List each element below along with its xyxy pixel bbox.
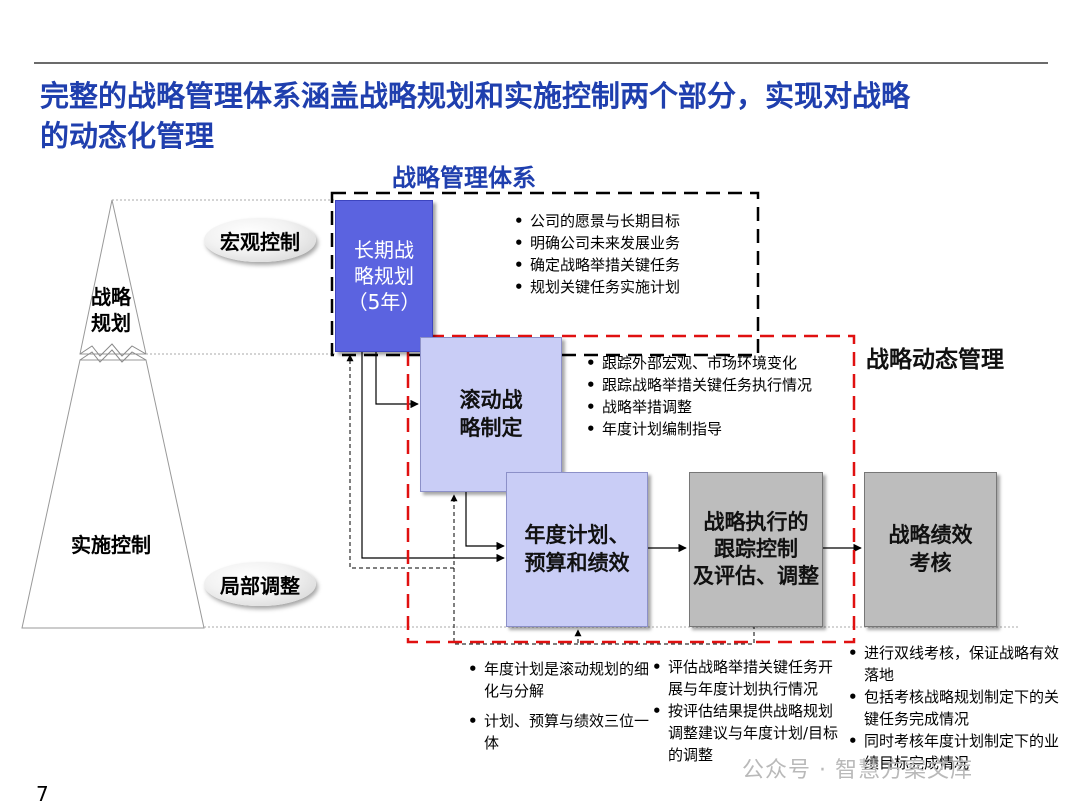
watermark: 公众号 · 智慧方案文库 <box>742 758 973 783</box>
bullet-item: 进行双线考核，保证战略有效落地 <box>842 642 1062 686</box>
rolling-strategy-box: 滚动战 略制定 <box>420 337 562 492</box>
annual-plan-box: 年度计划、 预算和绩效 <box>506 472 648 627</box>
dynamic-title: 战略动态管理 <box>866 347 1004 373</box>
bullet-item: 年度计划编制指导 <box>580 418 812 440</box>
bullet-item: 确定战略举措关键任务 <box>508 254 680 276</box>
bullet-item: 同时考核年度计划制定下的业绩目标完成情况 <box>842 730 1062 774</box>
performance-bullets: 进行双线考核，保证战略有效落地 包括考核战略规划制定下的关键任务完成情况 同时考… <box>842 642 1062 774</box>
bullet-item: 跟踪外部宏观、市场环境变化 <box>580 352 812 374</box>
mountain-label-planning: 战略 规划 <box>91 285 131 335</box>
execution-tracking-box: 战略执行的 跟踪控制 及评估、调整 <box>689 472 823 627</box>
title-line-2: 的动态化管理 <box>40 119 215 153</box>
top-rule <box>34 62 1048 64</box>
bullet-item: 跟踪战略举措关键任务执行情况 <box>580 374 812 396</box>
bullet-item: 评估战略举措关键任务开展与年度计划执行情况 <box>646 656 846 700</box>
mountain-break <box>79 343 147 357</box>
bullet-item: 按评估结果提供战略规划调整建议与年度计划/目标的调整 <box>646 700 846 766</box>
rolling-bullets: 跟踪外部宏观、市场环境变化 跟踪战略举措关键任务执行情况 战略举措调整 年度计划… <box>580 352 812 440</box>
mountain-bottom <box>21 359 205 629</box>
dynamic-frame <box>406 334 856 644</box>
bullet-item: 计划、预算与绩效三位一体 <box>462 710 662 754</box>
bullet-item: 明确公司未来发展业务 <box>508 232 680 254</box>
page-title: 完整的战略管理体系涵盖战略规划和实施控制两个部分，实现对战略 的动态化管理 <box>40 76 1050 156</box>
bullet-item: 包括考核战略规划制定下的关键任务完成情况 <box>842 686 1062 730</box>
system-title: 战略管理体系 <box>392 164 536 192</box>
title-line-1: 完整的战略管理体系涵盖战略规划和实施控制两个部分，实现对战略 <box>40 79 911 113</box>
bullet-item: 战略举措调整 <box>580 396 812 418</box>
mountain-label-implementation: 实施控制 <box>71 533 151 557</box>
tracking-bullets: 评估战略举措关键任务开展与年度计划执行情况 按评估结果提供战略规划调整建议与年度… <box>646 656 846 766</box>
annual-bullets: 年度计划是滚动规划的细化与分解 计划、预算与绩效三位一体 <box>462 658 662 762</box>
performance-review-box: 战略绩效 考核 <box>864 472 997 627</box>
bullet-item: 年度计划是滚动规划的细化与分解 <box>462 658 662 702</box>
page-number: 7 <box>36 782 49 806</box>
bullet-item: 规划关键任务实施计划 <box>508 276 680 298</box>
long-term-bullets: 公司的愿景与长期目标 明确公司未来发展业务 确定战略举措关键任务 规划关键任务实… <box>508 210 680 298</box>
local-adjust-oval: 局部调整 <box>204 562 316 606</box>
mountain-top <box>79 199 147 355</box>
bullet-item: 公司的愿景与长期目标 <box>508 210 680 232</box>
long-term-plan-box: 长期战 略规划 （5年） <box>335 200 433 352</box>
macro-control-oval: 宏观控制 <box>204 218 316 262</box>
